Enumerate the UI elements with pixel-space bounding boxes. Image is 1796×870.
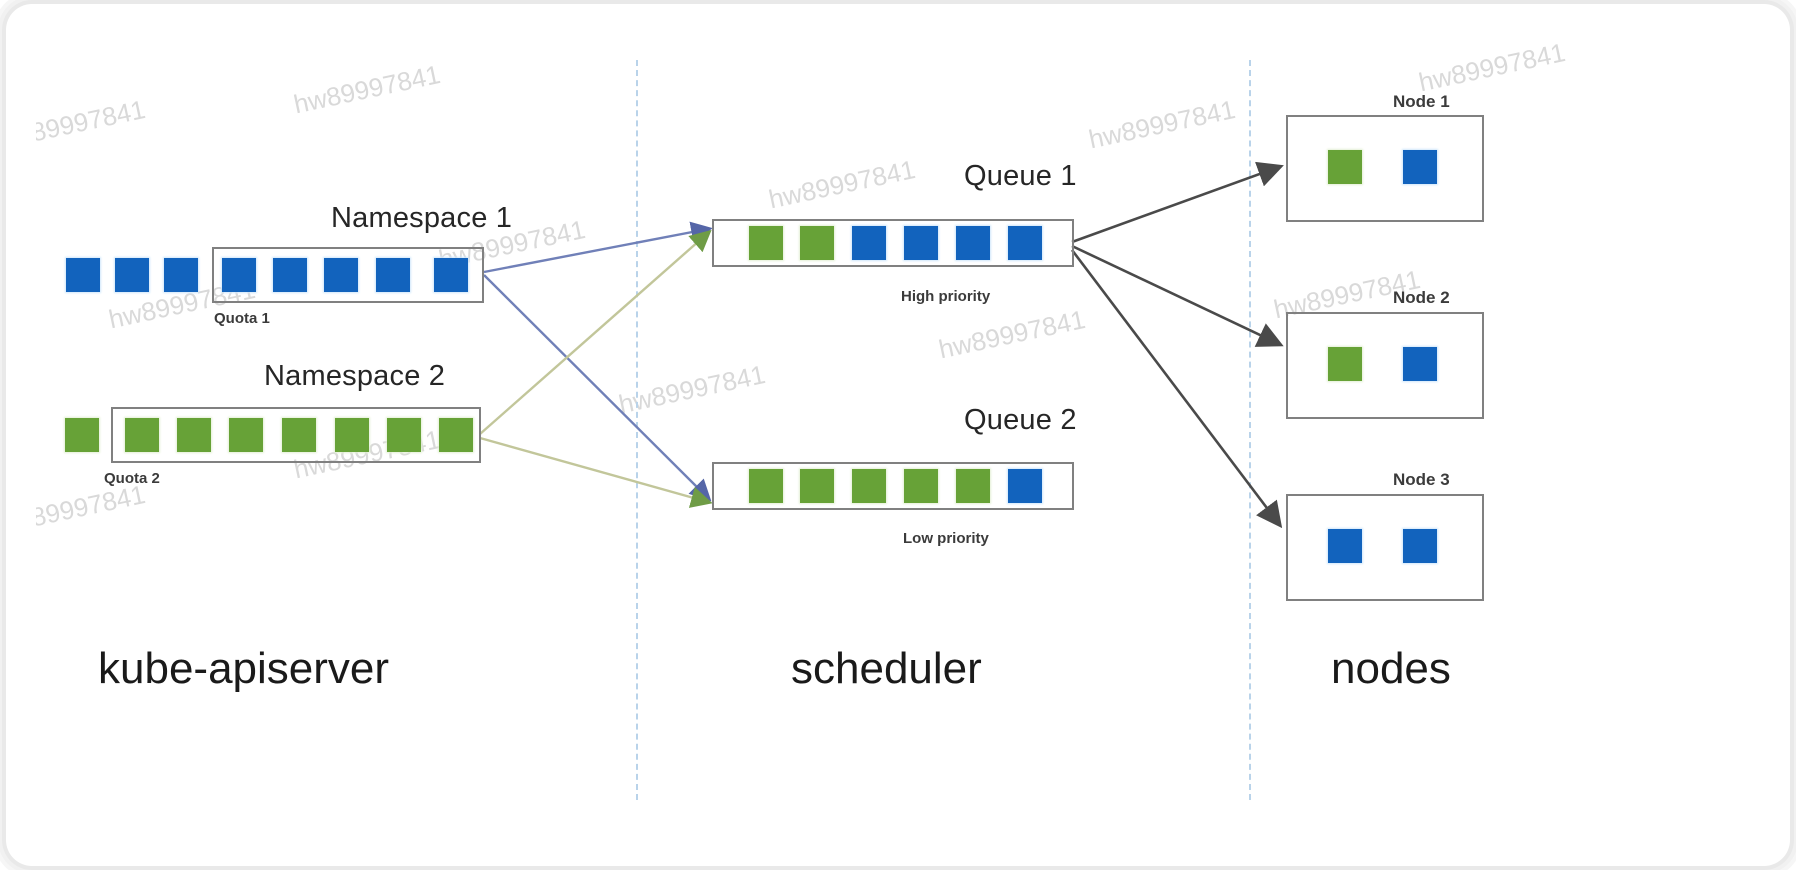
queue-2-priority-label: Low priority: [903, 530, 989, 547]
namespace-2-pod: [177, 418, 211, 452]
namespace-2-pod: [439, 418, 473, 452]
queue-2-pod: [904, 469, 938, 503]
queue-1-pod: [904, 226, 938, 260]
quota-1-box: [212, 247, 484, 303]
namespace-2-pod: [335, 418, 369, 452]
section-label-nodes: nodes: [1331, 644, 1451, 693]
queue-1-priority-label: High priority: [901, 288, 991, 305]
node-3-label: Node 3: [1393, 470, 1450, 489]
namespace-2-pod: [229, 418, 263, 452]
queue-1-pod: [1008, 226, 1042, 260]
node-2-label: Node 2: [1393, 288, 1450, 307]
namespace-2-pod: [65, 418, 99, 452]
namespace-1-pod: [164, 258, 198, 292]
namespace-1-pod: [434, 258, 468, 292]
queue-2-pod: [852, 469, 886, 503]
namespace-2-pod: [282, 418, 316, 452]
node-3-pod: [1403, 529, 1437, 563]
namespace-2-title: Namespace 2: [264, 360, 446, 392]
namespace-1-pod: [273, 258, 307, 292]
node-1-label: Node 1: [1393, 92, 1450, 111]
queue-1-pod: [956, 226, 990, 260]
node-1-box: [1286, 115, 1484, 222]
section-label-kube-apiserver: kube-apiserver: [98, 644, 390, 693]
queue-2-pod: [1008, 469, 1042, 503]
node-1-pod: [1403, 150, 1437, 184]
namespace-2-pod: [387, 418, 421, 452]
node-3-pod: [1328, 529, 1362, 563]
quota-2-label: Quota 2: [104, 470, 160, 487]
namespace-1-pod: [222, 258, 256, 292]
quota-1-label: Quota 1: [214, 310, 270, 327]
queue-1-pod: [749, 226, 783, 260]
queue-1-box: [712, 219, 1074, 267]
divider-apiserver-scheduler: [636, 60, 638, 800]
queue-1-pod: [852, 226, 886, 260]
quota-2-box: [111, 407, 481, 463]
diagram-canvas: hw89997841 hw89997841 hw89997841 hw89997…: [36, 30, 1758, 836]
namespace-1-pod: [115, 258, 149, 292]
node-2-box: [1286, 312, 1484, 419]
node-2-pod: [1403, 347, 1437, 381]
queue-2-pod: [800, 469, 834, 503]
divider-scheduler-nodes: [1249, 60, 1251, 800]
section-label-scheduler: scheduler: [791, 644, 982, 693]
namespace-1-pod: [66, 258, 100, 292]
node-3-box: [1286, 494, 1484, 601]
node-1-pod: [1328, 150, 1362, 184]
namespace-1-title: Namespace 1: [331, 202, 513, 234]
namespace-1-pod: [376, 258, 410, 292]
connector-edges: [479, 161, 1284, 529]
node-2-pod: [1328, 347, 1362, 381]
queue-2-title: Queue 2: [964, 404, 1077, 436]
queue-2-pod: [956, 469, 990, 503]
namespace-1-pod: [324, 258, 358, 292]
namespace-2-pod: [125, 418, 159, 452]
queue-2-pod: [749, 469, 783, 503]
queue-1-title: Queue 1: [964, 160, 1077, 192]
queue-2-box: [712, 462, 1074, 510]
queue-1-pod: [800, 226, 834, 260]
